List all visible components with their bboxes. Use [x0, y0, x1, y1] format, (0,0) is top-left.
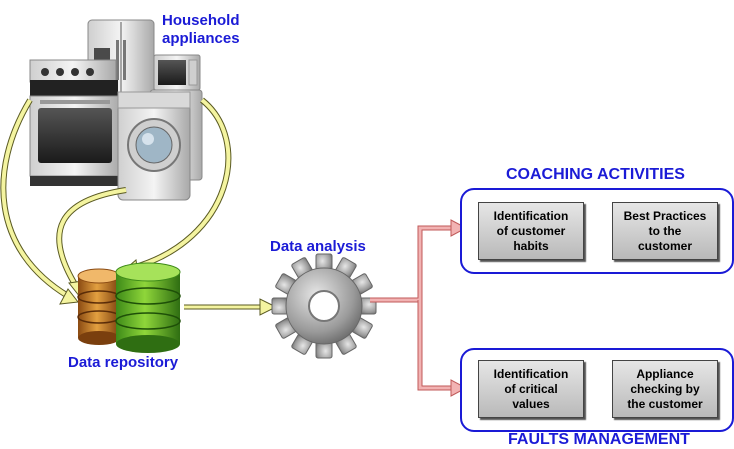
best-practices-box: Best Practices to the customer: [612, 202, 718, 260]
faults-management-title: FAULTS MANAGEMENT: [508, 431, 690, 448]
critical-values-box: Identification of critical values: [478, 360, 584, 418]
data-analysis-label: Data analysis: [270, 238, 366, 255]
data-repository-label: Data repository: [68, 354, 179, 371]
database-icon: [77, 262, 181, 353]
gear-icon: [271, 253, 377, 359]
household-appliances-label: Household appliances: [162, 12, 240, 47]
appliance-checking-box: Appliance checking by the customer: [612, 360, 718, 418]
washing-machine-icon: [117, 91, 191, 201]
pink-arrows: [370, 219, 468, 397]
coaching-activities-title: COACHING ACTIVITIES: [506, 166, 685, 183]
orange-database-icon: [77, 268, 121, 345]
arrow-repository-to-analysis: [184, 298, 278, 316]
customer-habits-box: Identification of customer habits: [478, 202, 584, 260]
appliances-illustration: [29, 19, 203, 201]
oven-icon: [29, 59, 121, 186]
green-database-icon: [115, 262, 181, 353]
microwave-icon: [153, 54, 201, 91]
